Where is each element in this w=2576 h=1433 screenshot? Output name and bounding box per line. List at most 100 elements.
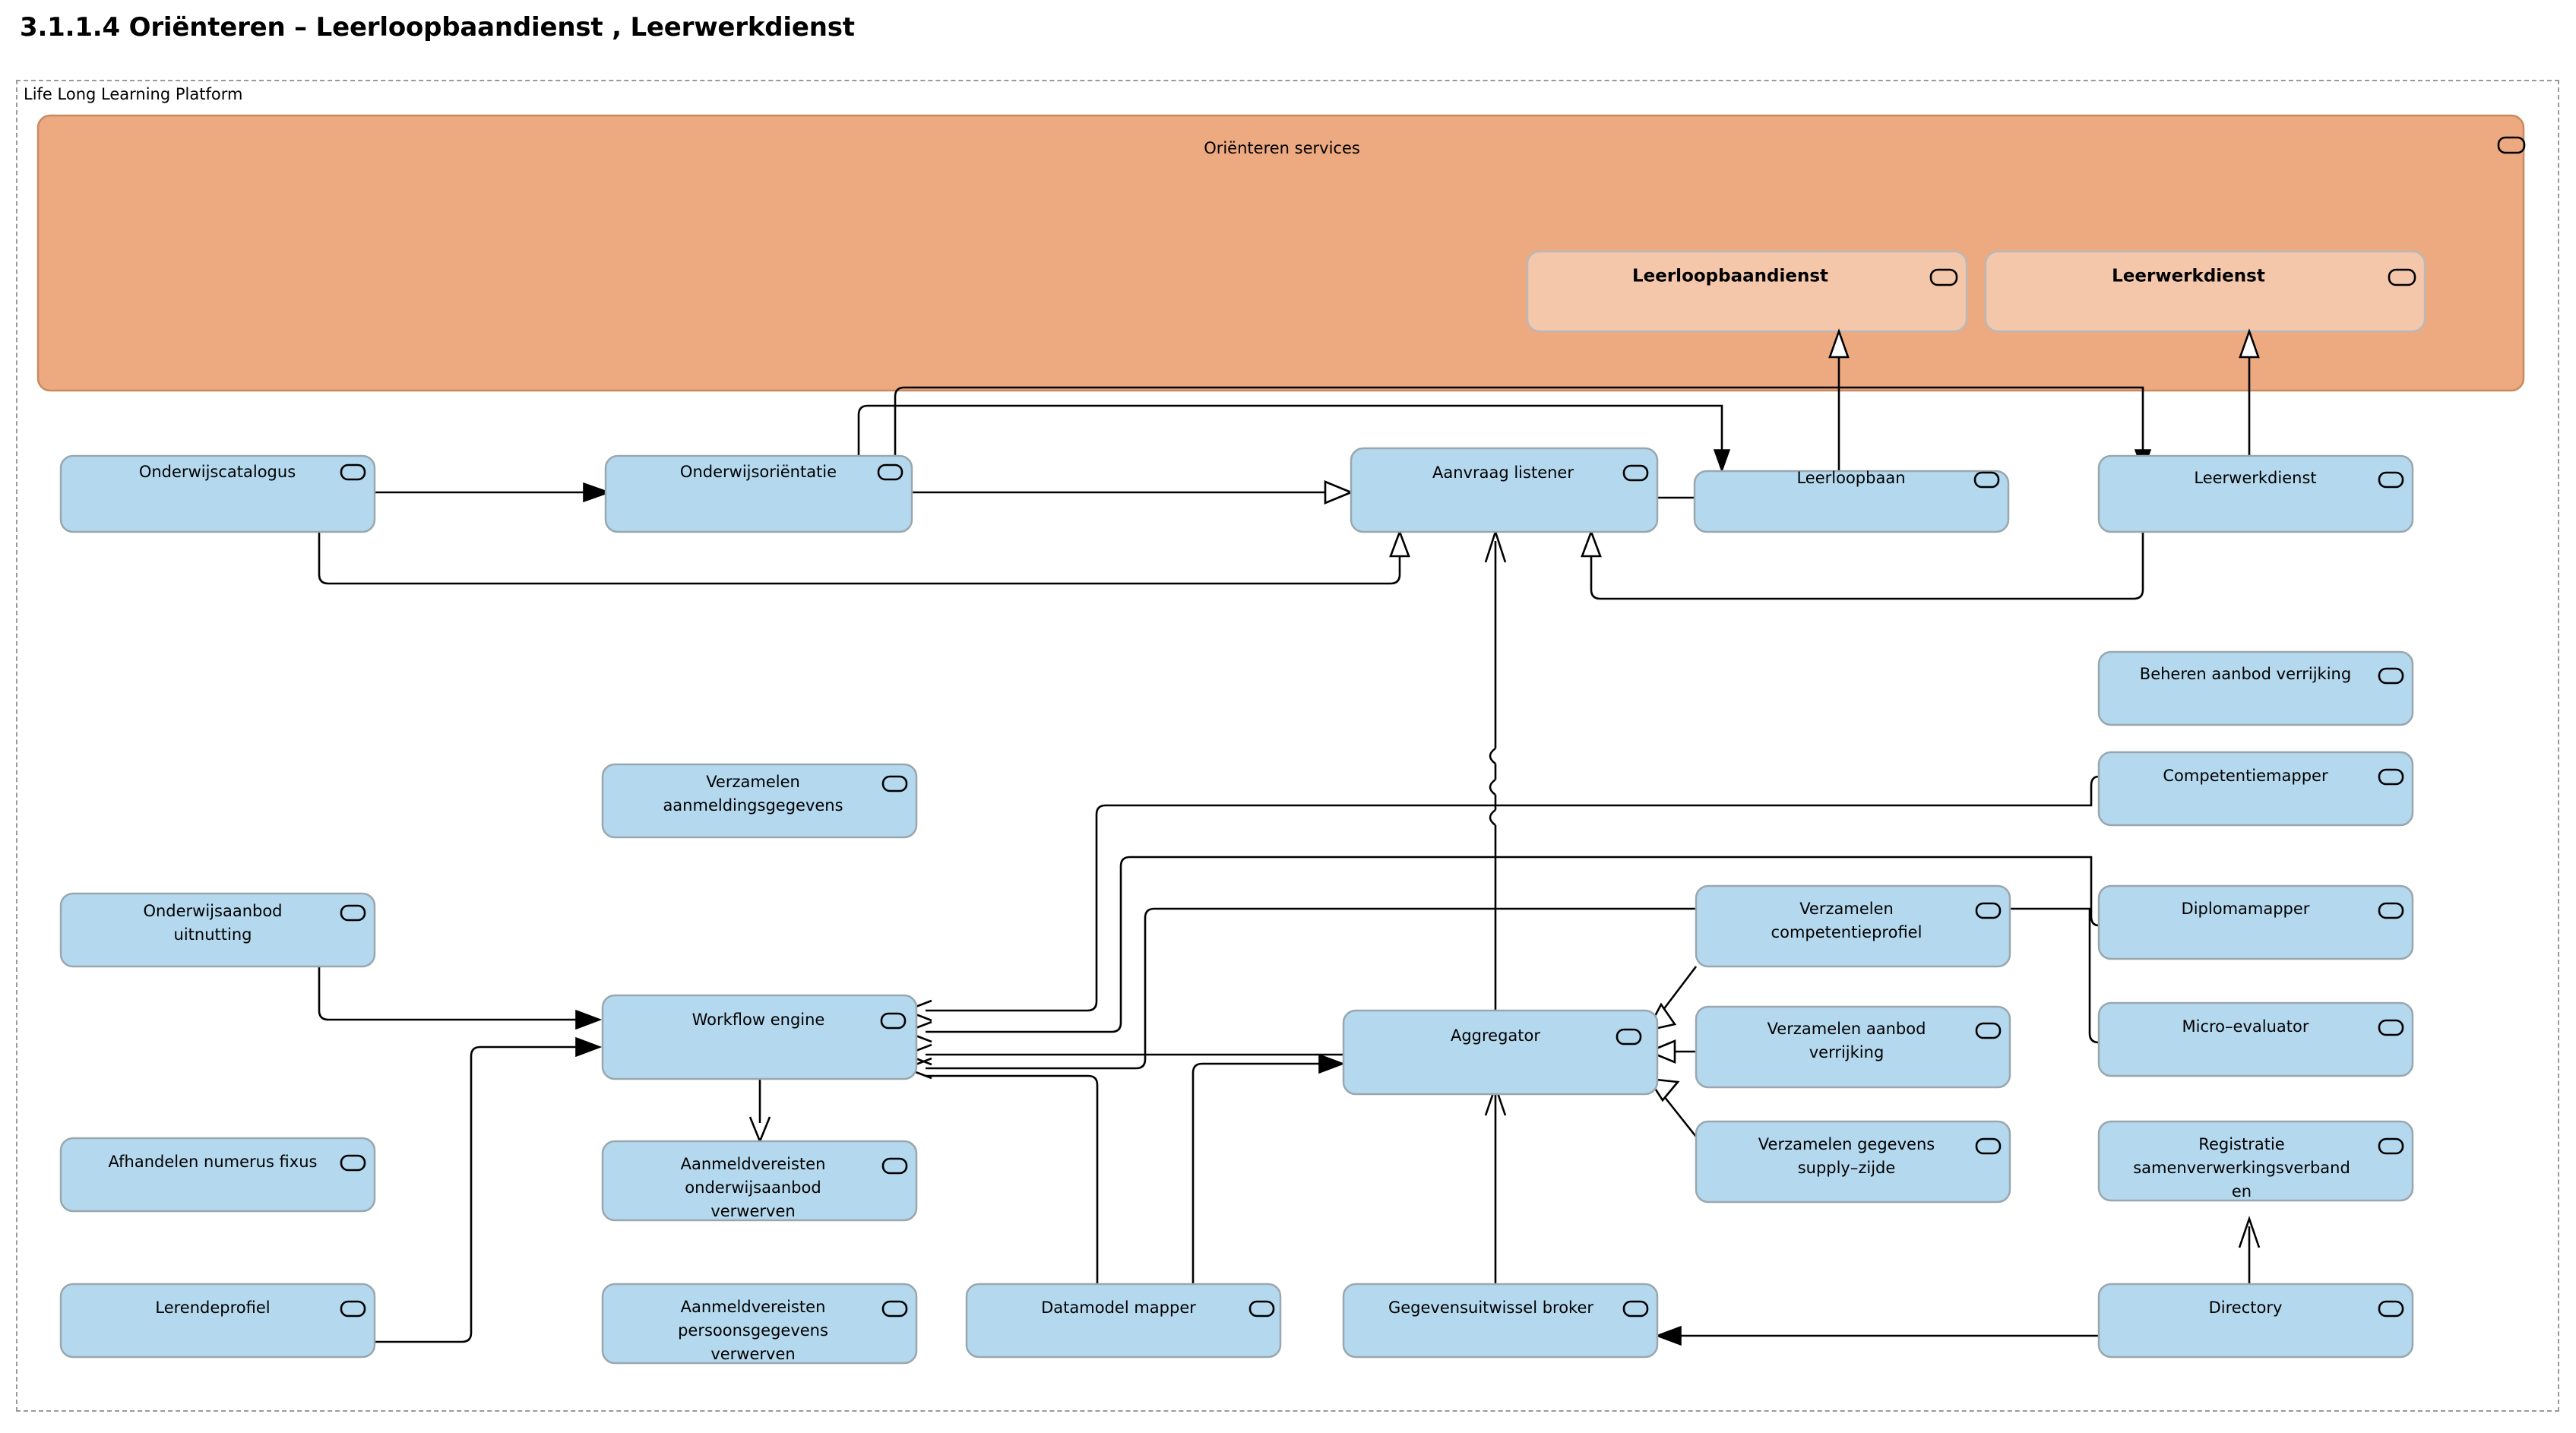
component-label-line2: uitnutting — [174, 925, 252, 944]
component-directory[interactable]: Directory — [2097, 1283, 2414, 1359]
component-label: Onderwijscatalogus — [139, 463, 296, 481]
component-verzamelen-competentieprofiel[interactable]: Verzamelen competentieprofiel — [1695, 884, 2011, 968]
component-icon — [1973, 471, 2000, 489]
component-competentiemapper[interactable]: Competentiemapper — [2097, 751, 2414, 827]
arrowhead-hollow — [2239, 328, 2260, 359]
page-title: 3.1.1.4 Oriënteren – Leerloopbaandienst … — [20, 12, 855, 43]
arrowhead-solid — [1654, 1325, 1682, 1346]
component-box[interactable] — [601, 763, 918, 839]
component-box[interactable] — [1695, 1005, 2011, 1089]
service-leerwerkdienst[interactable]: Leerwerkdienst — [1984, 250, 2426, 333]
component-box[interactable] — [1693, 470, 2010, 533]
component-label: Micro–evaluator — [2182, 1017, 2309, 1036]
component-afhandelen-numerus-fixus[interactable]: Afhandelen numerus fixus — [59, 1137, 376, 1213]
component-label-line2: persoonsgegevens — [678, 1321, 828, 1340]
component-icon — [340, 1300, 366, 1318]
component-box[interactable] — [1350, 447, 1659, 533]
component-icon — [1929, 268, 1958, 286]
component-box[interactable] — [601, 994, 918, 1080]
service-box[interactable] — [1526, 250, 1968, 333]
component-label: Onderwijsoriëntatie — [680, 463, 837, 481]
component-label: Datamodel mapper — [1041, 1299, 1196, 1317]
edge-orientatie-to-leerloopbaan — [857, 404, 1723, 467]
component-icon — [2378, 1019, 2404, 1036]
component-box[interactable] — [2097, 1120, 2414, 1202]
component-registratie-samenverwerkingsverbanden[interactable]: Registratie samenverwerkingsverband en — [2097, 1120, 2414, 1202]
component-label: Aanvraag listener — [1432, 463, 1574, 482]
component-box[interactable] — [965, 1283, 1282, 1359]
line-hop — [1489, 747, 1496, 765]
component-label-line2: verrijking — [1809, 1043, 1885, 1061]
component-box[interactable] — [2097, 650, 2414, 726]
component-gegevensuitwissel-broker[interactable]: Gegevensuitwissel broker — [1342, 1283, 1659, 1359]
component-onderwijsorientatie[interactable]: Onderwijsoriëntatie — [604, 454, 913, 533]
component-label-line3: en — [2232, 1182, 2252, 1200]
component-icon — [1622, 1300, 1649, 1318]
component-aggregator[interactable]: Aggregator — [1342, 1009, 1659, 1096]
edge-verz-gegevens-to-aggregator — [1660, 1092, 1698, 1137]
component-box[interactable] — [59, 1137, 376, 1213]
component-aanmeldvereisten-persoonsgegevens-verwerven[interactable]: Aanmeldvereisten persoonsgegevens verwer… — [601, 1283, 918, 1365]
component-label: Leerwerkdienst — [2194, 469, 2316, 487]
component-box[interactable] — [59, 892, 376, 968]
component-box[interactable] — [601, 1140, 918, 1222]
component-label: Verzamelen gegevens — [1758, 1135, 1935, 1153]
component-verzamelen-aanbod-verrijking[interactable]: Verzamelen aanbod verrijking — [1695, 1005, 2011, 1089]
component-onderwijscatalogus[interactable]: Onderwijscatalogus — [59, 454, 376, 533]
service-box[interactable] — [1984, 250, 2426, 333]
component-label: Diplomamapper — [2182, 900, 2310, 918]
component-icon — [2378, 902, 2404, 919]
component-label: Gegevensuitwissel broker — [1388, 1299, 1593, 1317]
component-box[interactable] — [59, 1283, 376, 1359]
component-verzamelen-aanmeldingsgegevens[interactable]: Verzamelen aanmeldingsgegevens — [601, 763, 918, 839]
edge-datamodel-to-aggregator — [1191, 1062, 1325, 1284]
platform-frame — [16, 80, 2559, 1412]
component-label: Verzamelen — [1799, 900, 1894, 918]
component-box[interactable] — [1695, 1120, 2011, 1204]
component-icon — [1975, 902, 2002, 919]
component-workflow-engine[interactable]: Workflow engine — [601, 994, 918, 1080]
component-leerloopbaan[interactable]: Leerloopbaan — [1693, 469, 2010, 533]
component-box[interactable] — [1342, 1283, 1659, 1359]
component-label: Directory — [2209, 1299, 2283, 1317]
component-lerendeprofiel[interactable]: Lerendeprofiel — [59, 1283, 376, 1359]
service-group-title: Oriënteren services — [1204, 139, 1360, 157]
component-icon — [881, 1157, 908, 1175]
component-leerwerkdienst[interactable]: Leerwerkdienst — [2097, 454, 2414, 533]
component-icon — [880, 1012, 907, 1030]
component-box[interactable] — [1342, 1009, 1659, 1096]
service-label: Leerloopbaandienst — [1632, 267, 1828, 286]
component-box[interactable] — [2097, 1283, 2414, 1359]
arrowhead-hollow — [1389, 529, 1410, 558]
component-diplomamapper[interactable]: Diplomamapper — [2097, 884, 2414, 960]
component-label: Aanmeldvereisten — [681, 1155, 826, 1173]
component-icon — [1248, 1300, 1275, 1318]
edge-competentiemapper-to-workflow — [926, 775, 2100, 1012]
component-verzamelen-gegevens-supply-zijde[interactable]: Verzamelen gegevens supply–zijde — [1695, 1120, 2011, 1204]
component-box[interactable] — [1695, 884, 2011, 968]
component-aanvraag-listener[interactable]: Aanvraag listener — [1350, 447, 1659, 533]
component-aanmeldvereisten-onderwijsaanbod-verwerven[interactable]: Aanmeldvereisten onderwijsaanbod verwerv… — [601, 1140, 918, 1222]
service-leerloopbaandienst[interactable]: Leerloopbaandienst — [1526, 250, 1968, 333]
component-icon — [2388, 268, 2416, 286]
arrowhead-solid — [1318, 1053, 1346, 1074]
arrowhead-hollow — [1324, 480, 1354, 505]
component-box[interactable] — [2097, 454, 2414, 533]
arrowhead-hollow — [1581, 529, 1602, 558]
component-box[interactable] — [604, 454, 913, 533]
component-onderwijsaanbod-uitnutting[interactable]: Onderwijsaanbod uitnutting — [59, 892, 376, 968]
component-beheren-aanbod-verrijking[interactable]: Beheren aanbod verrijking — [2097, 650, 2414, 726]
service-label: Leerwerkdienst — [2112, 267, 2265, 286]
component-datamodel-mapper[interactable]: Datamodel mapper — [965, 1283, 1282, 1359]
component-box[interactable] — [2097, 751, 2414, 827]
component-box[interactable] — [59, 454, 376, 533]
component-icon — [1622, 464, 1649, 482]
component-box[interactable] — [601, 1283, 918, 1365]
component-box[interactable] — [2097, 884, 2414, 960]
component-box[interactable] — [2097, 1001, 2414, 1077]
line-hop — [1489, 778, 1496, 796]
component-icon — [2378, 471, 2404, 489]
component-label: Lerendeprofiel — [155, 1299, 270, 1317]
component-icon — [2378, 667, 2404, 685]
component-micro-evaluator[interactable]: Micro–evaluator — [2097, 1001, 2414, 1077]
